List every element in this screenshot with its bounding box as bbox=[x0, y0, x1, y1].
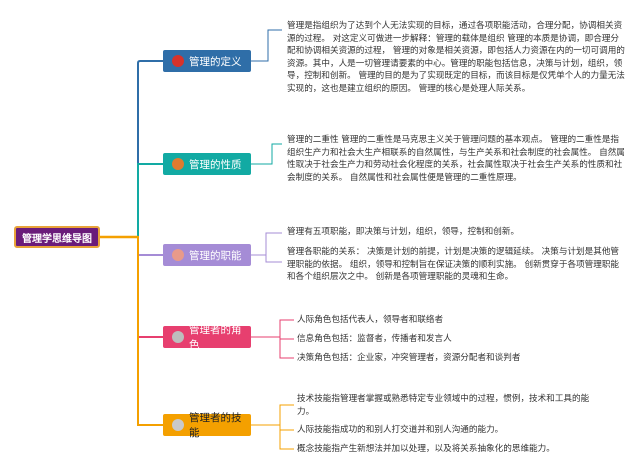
branch-label: 管理者的技能 bbox=[189, 412, 242, 439]
branch-label: 管理的职能 bbox=[189, 249, 242, 262]
branch-label: 管理的性质 bbox=[189, 158, 242, 171]
functions-intro-text: 管理有五项职能，即决策与计划，组织，领导，控制和创新。 bbox=[287, 227, 520, 237]
branch-marker-icon bbox=[172, 249, 184, 261]
branch-marker-icon bbox=[172, 55, 184, 67]
branch-roles[interactable]: 管理者的角色 bbox=[163, 324, 251, 351]
branch-definition[interactable]: 管理的定义 bbox=[163, 50, 251, 72]
connector-functions-b bbox=[265, 255, 282, 263]
branch-label: 管理的定义 bbox=[189, 55, 242, 68]
connector-skills-b bbox=[279, 425, 294, 431]
branch-marker-icon bbox=[172, 419, 184, 431]
skill-human-text: 人际技能指成功的和别人打交道并和别人沟通的能力。 bbox=[297, 425, 504, 435]
definition-text: 管理是指组织为了达到个人无法实现的目标，通过各项职能活动，合理分配，协调相关资源… bbox=[287, 21, 625, 94]
branch-label: 管理者的角色 bbox=[189, 324, 242, 351]
role-interpersonal-text: 人际角色包括代表人，领导者和联络者 bbox=[297, 315, 444, 325]
connector-definition-text bbox=[251, 29, 282, 62]
connector-functions-a bbox=[251, 232, 282, 256]
branch-marker-icon bbox=[172, 331, 184, 343]
connector-root-functions bbox=[100, 236, 163, 256]
role-decision-text: 决策角色包括：企业家，冲突管理者，资源分配者和谈判者 bbox=[297, 353, 521, 363]
skill-tech-text: 技术技能指管理者掌握或熟悉特定专业领域中的过程，惯例，技术和工具的能力。 bbox=[297, 394, 590, 417]
connector-roles-c bbox=[279, 337, 294, 359]
connector-roles-a bbox=[251, 319, 294, 338]
skill-concept-text: 概念技能指产生新想法并加以处理，以及将关系抽象化的思维能力。 bbox=[297, 444, 555, 454]
connector-root-roles bbox=[100, 236, 163, 338]
connector-roles-b bbox=[279, 337, 294, 340]
root-node[interactable]: 管理学思维导图 bbox=[14, 226, 100, 248]
branch-skills[interactable]: 管理者的技能 bbox=[163, 412, 251, 439]
role-info-text: 信息角色包括：监督者，传播者和发言人 bbox=[297, 334, 452, 344]
branch-marker-icon bbox=[172, 158, 184, 170]
connector-root-nature bbox=[100, 163, 163, 238]
functions-relation-text: 管理各职能的关系： 决策是计划的前提，计划是决策的逻辑延续。 决策与计划是其他管… bbox=[287, 247, 620, 282]
connector-root-definition bbox=[100, 60, 163, 238]
branch-nature[interactable]: 管理的性质 bbox=[163, 153, 251, 175]
connector-nature-text bbox=[251, 143, 282, 165]
connector-skills-a bbox=[251, 404, 294, 426]
nature-text: 管理的二重性 管理的二重性是马克思主义关于管理问题的基本观点。 管理的二重性是指… bbox=[287, 135, 625, 183]
connector-skills-c bbox=[279, 425, 294, 450]
connector-root-skills bbox=[100, 236, 163, 426]
branch-functions[interactable]: 管理的职能 bbox=[163, 244, 251, 266]
